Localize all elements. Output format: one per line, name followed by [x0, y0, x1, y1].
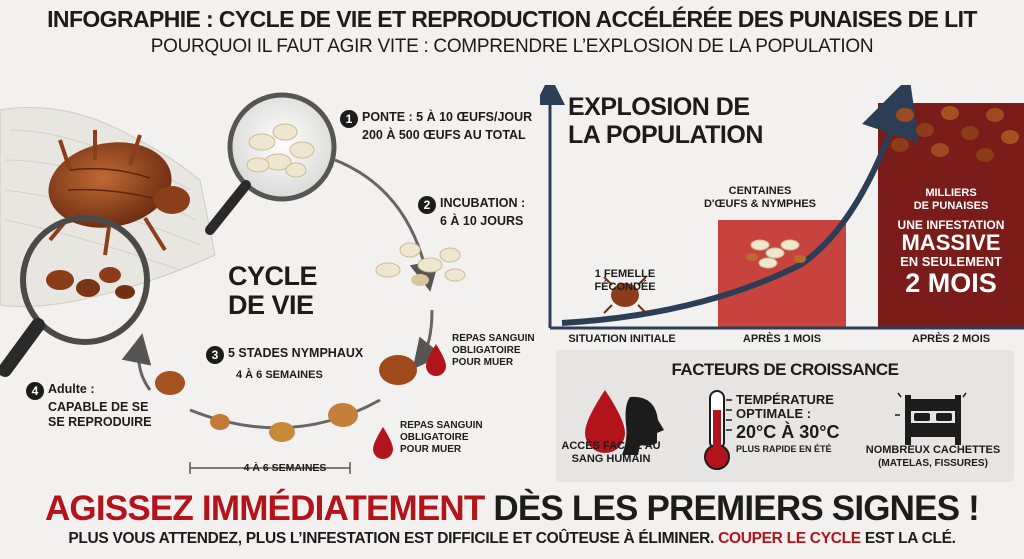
duration-label: 4 À 6 SEMAINES: [243, 462, 327, 474]
bed-icon: [895, 392, 967, 445]
bedbug-swarm-image: [891, 106, 1019, 162]
growth-curve: [561, 85, 919, 326]
blood-meal-label-1: REPAS SANGUIN OBLIGATOIRE POUR MUER: [452, 333, 535, 368]
adult-bedbug-image: [48, 130, 190, 256]
factor-temperature: TEMPÉRATURE OPTIMALE : 20°C À 30°C PLUS …: [736, 392, 840, 455]
stage-1-label: 1 FEMELLE FÉCONDÉE: [594, 268, 656, 293]
page-title: INFOGRAPHIE : CYCLE DE VIE ET REPRODUCTI…: [47, 6, 977, 32]
x-label-month-2: APRÈS 2 MOIS: [911, 333, 991, 345]
single-bedbug-image: [603, 276, 647, 314]
blood-drop-icon: [373, 427, 393, 459]
blood-drop-head-icon: [585, 390, 664, 455]
eggs-nymphs-cluster-image: [746, 239, 806, 269]
call-to-action-subtext: PLUS VOUS ATTENDEZ, PLUS L’INFESTATION E…: [68, 530, 956, 547]
x-label-initial: SITUATION INITIALE: [568, 333, 676, 345]
population-title: EXPLOSION DE LA POPULATION: [568, 93, 763, 149]
factor-hiding-spots: NOMBREUX CACHETTES (MATELAS, FISSURES): [865, 444, 1001, 469]
eggs-magnified-image: [205, 92, 337, 235]
page-subtitle: POURQUOI IL FAUT AGIR VITE : COMPRENDRE …: [150, 36, 874, 57]
population-chart: [540, 85, 1024, 330]
cycle-title: CYCLE DE VIE: [228, 261, 318, 320]
stage-2-label: CENTAINES D'ŒUFS & NYMPHES: [703, 185, 816, 210]
life-cycle-illustration: [0, 92, 466, 474]
cycle-arrow-4: [121, 333, 152, 391]
factors-icons: [585, 390, 967, 470]
blood-meal-label-2: REPAS SANGUIN OBLIGATOIRE POUR MUER: [400, 420, 483, 455]
blood-drop-icon: [426, 344, 446, 376]
stage-3-label: MILLIERS DE PUNAISES UNE INFESTATION MAS…: [897, 187, 1005, 298]
nymph-stages-image: [155, 355, 417, 442]
call-to-action-heading: AGISSEZ IMMÉDIATEMENT DÈS LES PREMIERS S…: [44, 489, 980, 528]
bedbug-cluster-image: [46, 267, 135, 299]
factors-title: FACTEURS DE CROISSANCE: [671, 360, 899, 379]
cycle-arrow-2: [412, 309, 443, 370]
x-label-month-1: APRÈS 1 MOIS: [742, 333, 822, 345]
duration-bracket: [189, 462, 351, 474]
factor-blood-access: ACCÈS FACILE AU SANG HUMAIN: [561, 440, 661, 465]
hatching-eggs-image: [375, 242, 466, 286]
cycle-arrow-1: [334, 158, 440, 292]
thermometer-icon: [704, 390, 732, 470]
magnifier-icon: [0, 215, 150, 377]
